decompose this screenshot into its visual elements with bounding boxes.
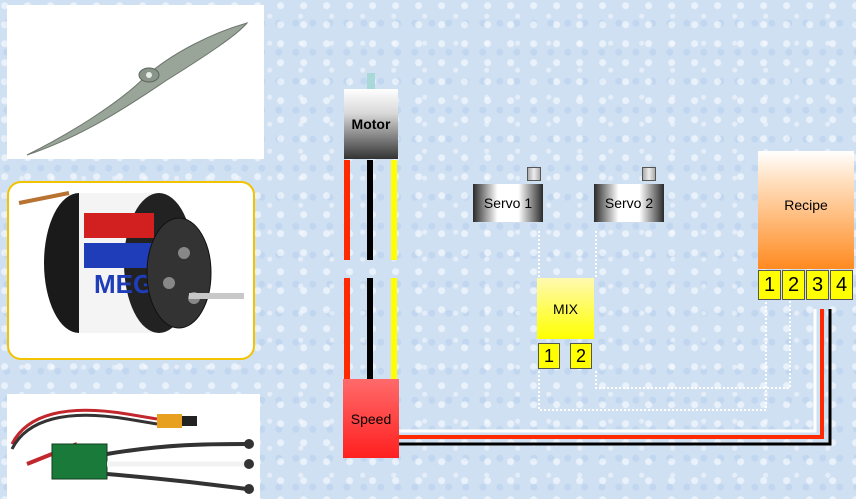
mix1-to-receiver1-wire — [538, 300, 767, 411]
servo1-arm — [527, 167, 541, 181]
motor-photo: MEGA — [7, 181, 255, 360]
speed-to-receiver-red-wire — [399, 309, 824, 439]
motor-wire-black-upper — [367, 160, 373, 260]
speed-to-receiver-black-wire — [399, 309, 832, 446]
mix-label: MIX — [553, 300, 578, 317]
motor-block: Motor — [344, 89, 398, 159]
mix-port-1: 1 — [538, 343, 560, 369]
receiver-port-2: 2 — [782, 270, 805, 300]
receiver-port-3-label: 3 — [811, 273, 824, 296]
motor-shaft — [367, 73, 375, 90]
mix-port-2-label: 2 — [575, 345, 586, 366]
receiver-block: Recipe — [758, 151, 854, 269]
speed-controller-photo — [7, 394, 260, 499]
receiver-port-4-label: 4 — [835, 273, 848, 296]
receiver-port-2-label: 2 — [787, 273, 800, 296]
motor-wire-yellow-upper — [391, 160, 397, 260]
mix-block: MIX — [537, 278, 594, 339]
speed-label: Speed — [350, 410, 392, 427]
motor-label: Motor — [351, 116, 391, 132]
receiver-port-3: 3 — [806, 270, 829, 300]
servo2-arm — [642, 167, 656, 181]
receiver-label: Recipe — [784, 197, 828, 213]
receiver-port-1-label: 1 — [763, 273, 776, 296]
speed-to-receiver-white-wire — [399, 309, 817, 433]
motor-wire-black-lower — [367, 278, 373, 380]
servo2-label: Servo 2 — [604, 195, 654, 211]
mix-port-1-label: 1 — [543, 345, 554, 366]
servo1-block: Servo 1 — [473, 184, 543, 222]
receiver-port-1: 1 — [758, 270, 781, 300]
servo1-label: Servo 1 — [483, 195, 533, 211]
motor-wire-red-lower — [344, 278, 350, 380]
servo2-block: Servo 2 — [594, 184, 664, 222]
mix-port-2: 2 — [570, 343, 592, 369]
motor-wire-red-upper — [344, 160, 350, 260]
mix2-to-receiver2-wire — [595, 300, 791, 389]
speed-controller-block: Speed — [343, 379, 399, 458]
receiver-port-4: 4 — [830, 270, 853, 300]
propeller-photo — [7, 5, 264, 159]
motor-wire-yellow-lower — [391, 278, 397, 380]
